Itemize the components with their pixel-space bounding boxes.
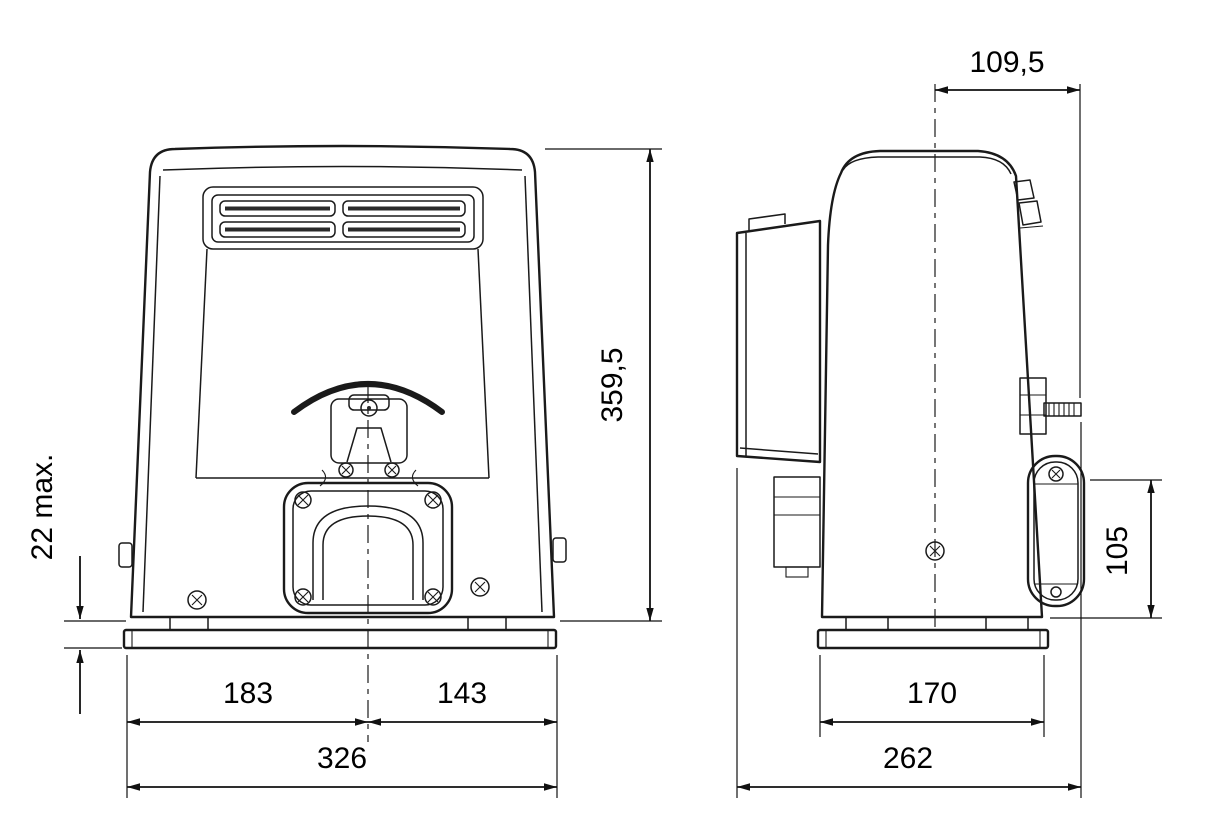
dimension-label-359-5: 359,5 [596, 347, 629, 422]
dimension-label-22-max: 22 max. [26, 454, 59, 561]
vent-grille [202, 186, 484, 250]
body-screws [187, 577, 490, 610]
side-base-plate [816, 628, 1050, 650]
dimension-annotations: 109,5 359,5 22 max. 183 143 326 170 262 [26, 46, 1162, 798]
side-body-outline [820, 149, 1044, 619]
release-screws [338, 462, 400, 478]
dimension-label-105: 105 [1101, 526, 1134, 576]
side-foot-right [985, 616, 1029, 631]
side-release-housing [1026, 454, 1086, 608]
front-foot-left [169, 616, 209, 631]
dimension-label-326: 326 [317, 742, 367, 775]
front-foot-right [467, 616, 507, 631]
gearbox-corner-screws [294, 491, 442, 606]
front-face-left-edge [195, 248, 208, 479]
dimension-label-143: 143 [437, 677, 487, 710]
front-left-seam [142, 175, 161, 613]
side-top-seam [842, 156, 1012, 175]
side-view [735, 84, 1086, 650]
left-side-tab [118, 542, 133, 568]
front-body-outline [129, 144, 556, 619]
dimension-label-183: 183 [223, 677, 273, 710]
dimension-label-262: 262 [883, 742, 933, 775]
front-right-seam [524, 175, 543, 613]
front-base-plate [122, 628, 558, 650]
dimension-label-170: 170 [907, 677, 957, 710]
terminal-box [773, 476, 821, 578]
top-bracket-detail [1013, 179, 1044, 229]
side-mounting-plate [735, 213, 822, 464]
front-face-right-edge [477, 248, 490, 479]
dimension-label-109-5: 109,5 [969, 46, 1044, 79]
release-swing-arc [291, 381, 445, 415]
side-foot-left [845, 616, 889, 631]
release-housing [319, 394, 419, 487]
adjustment-screw [1019, 377, 1082, 435]
front-view [118, 144, 567, 742]
front-top-seam [162, 165, 523, 171]
right-side-tab [552, 537, 567, 563]
